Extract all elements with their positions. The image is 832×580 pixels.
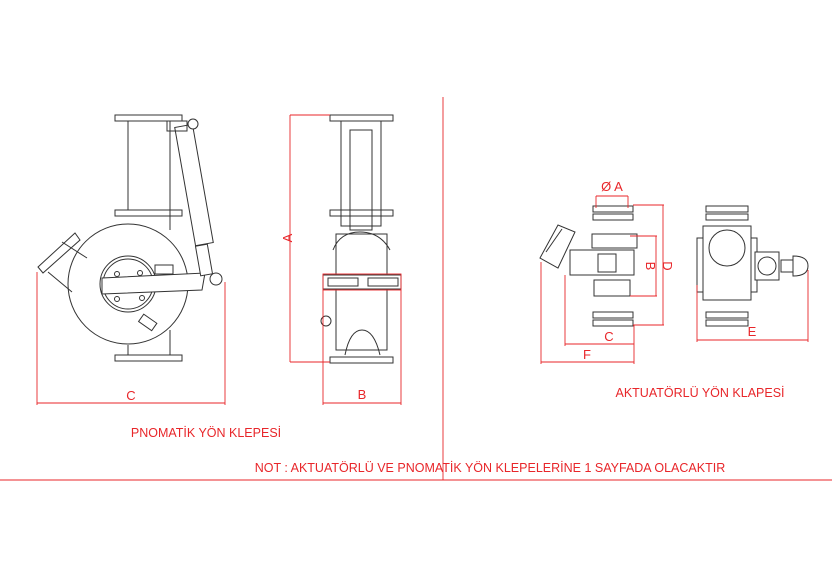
pneumatic-dimension-c: C <box>36 272 226 405</box>
dimension-label-d: D <box>660 261 675 270</box>
dimension-label-e: E <box>748 324 757 339</box>
actuated-dimensions-front: Ø A D B C F <box>540 179 675 364</box>
actuated-valve-front-view <box>539 205 638 327</box>
dimension-label-c: C <box>126 388 135 403</box>
note-text: NOT : AKTUATÖRLÜ VE PNOMATİK YÖN KLEPELE… <box>255 461 726 475</box>
dimension-label-diameter-a: Ø A <box>601 179 623 194</box>
actuated-valve-side-view <box>696 205 809 327</box>
pneumatic-dimension-a-b: A B <box>280 114 402 405</box>
actuated-dimension-e: E <box>696 270 809 342</box>
dimension-label-f: F <box>583 347 591 362</box>
dimension-label-a: A <box>280 233 295 242</box>
pneumatic-valve-side-view <box>320 114 402 364</box>
actuated-valve-title: AKTUATÖRLÜ YÖN KLAPESİ <box>615 386 784 400</box>
dimension-label-b: B <box>358 387 367 402</box>
dimension-label-c-actuated: C <box>604 329 613 344</box>
dimension-label-b-actuated: B <box>643 262 658 271</box>
pneumatic-valve-front-view <box>37 114 223 362</box>
pneumatic-valve-title: PNOMATİK YÖN KLEPESİ <box>131 426 281 440</box>
